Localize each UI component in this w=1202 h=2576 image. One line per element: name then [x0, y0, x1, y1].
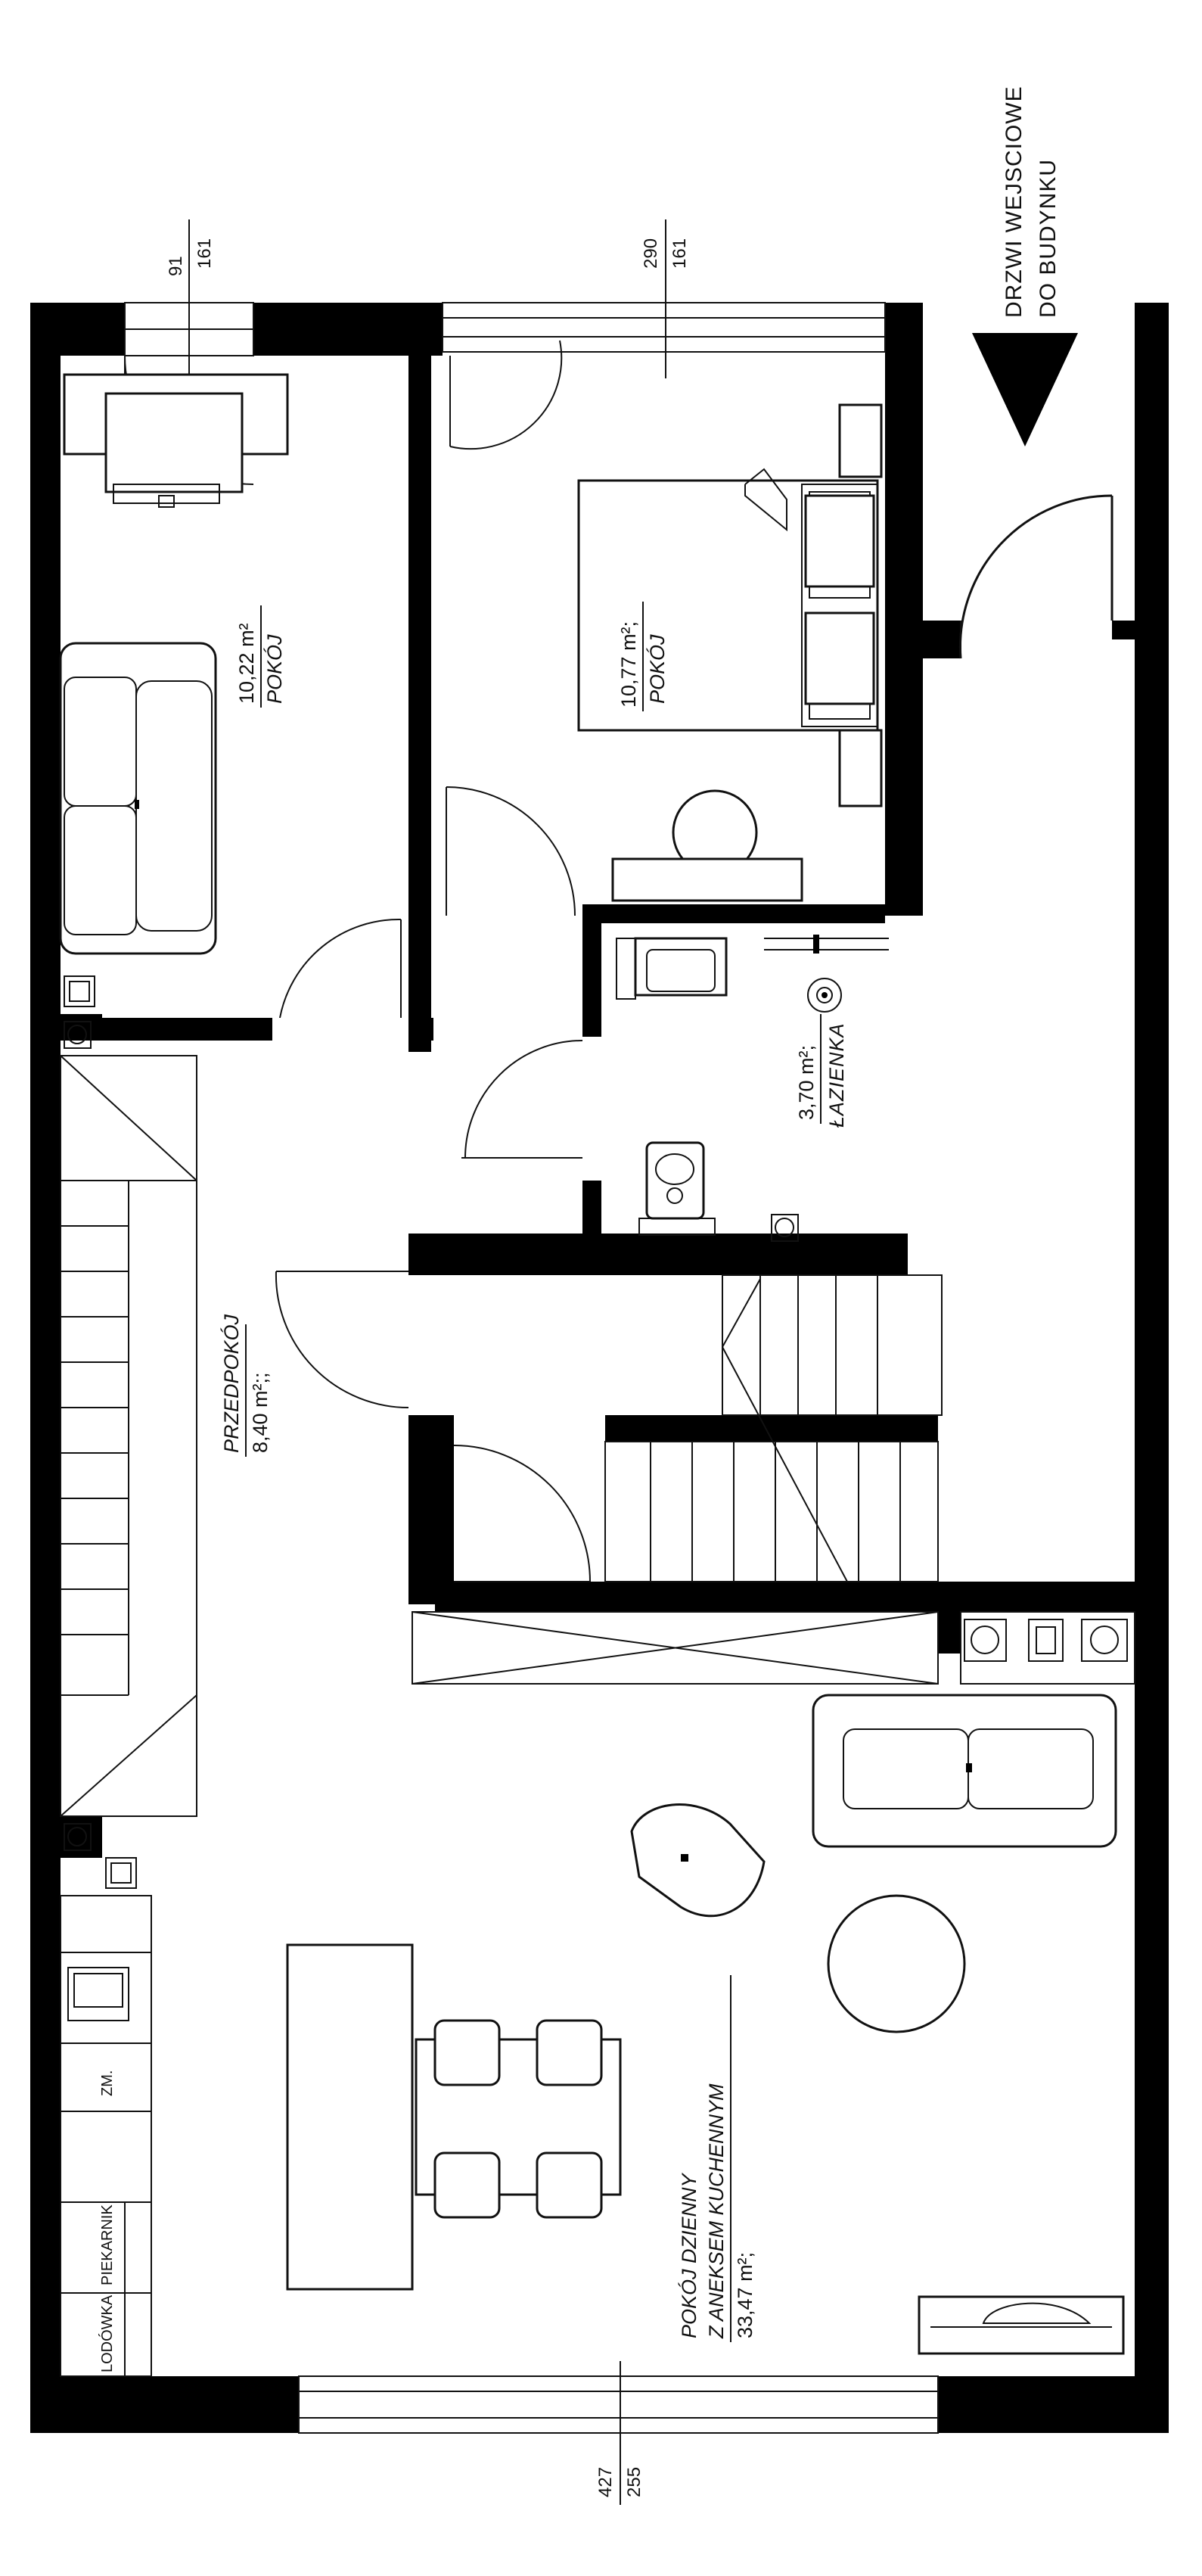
room2-name: POKÓJ [645, 634, 669, 704]
dim-top-right-b: 161 [669, 238, 690, 269]
tv-stand [918, 2295, 1125, 2355]
kitchen-island [286, 1943, 414, 2291]
oven-label: PIEKARNIK [99, 2204, 116, 2285]
radiator-icon [64, 1021, 92, 1049]
living-name-line1: POKÓJ DZIENNY [677, 2172, 700, 2338]
dim-top-left-b: 161 [194, 238, 215, 269]
entrance-arrow-icon [972, 333, 1078, 446]
chair-3 [433, 2151, 501, 2219]
dim-bottom-b: 255 [624, 2467, 644, 2497]
room-2-furniture [577, 403, 883, 902]
fridge-label: LODÓWKA [98, 2294, 116, 2372]
desk-chair-base [158, 495, 175, 508]
living-furniture [64, 1611, 1135, 2355]
pillow-bottom [804, 611, 875, 705]
windows [124, 302, 939, 2434]
desk-chair [113, 484, 220, 504]
sink-icon [67, 1967, 129, 2021]
socket-icon-living [105, 1857, 137, 1889]
room2-area: 10,77 m²; [617, 621, 640, 708]
room1-area: 10,22 m² [235, 623, 258, 704]
dimension-lines: 91 161 290 161 427 255 [166, 219, 690, 2505]
room-labels: 10,22 m² POKÓJ 10,77 m²; POKÓJ 3,70 m²; … [219, 602, 848, 2342]
dishwasher-label: ZM. [99, 2070, 116, 2096]
chair-1 [433, 2019, 501, 2086]
dim-bottom-a: 427 [595, 2467, 616, 2497]
bathroom-name: ŁAZIENKA [825, 1022, 848, 1128]
monitor [104, 392, 244, 493]
entrance-label-line2: DO BUDYNKU [1036, 159, 1061, 318]
kitchen-counter: ZM. PIEKARNIK LODÓWKA [60, 1895, 152, 2377]
entrance-label-line1: DRZWI WEJSCIOWE [1002, 86, 1027, 318]
dim-top-right-a: 290 [641, 238, 661, 269]
sofa-living [812, 1694, 1117, 1848]
entrance-marker: DRZWI WEJSCIOWE DO BUDYNKU [972, 86, 1078, 446]
dresser [611, 857, 803, 902]
washer-icon [964, 1619, 1007, 1662]
interior-walls [61, 341, 1135, 1858]
radiator-icon-bath [771, 1214, 799, 1242]
appliance-panel [960, 1611, 1135, 1685]
living-name-line2: Z ANEKSEM KUCHENNYM [705, 2083, 728, 2339]
living-area: 33,47 m²; [734, 2252, 756, 2338]
hall-area: 8,40 m²;; [249, 1372, 272, 1453]
chair-2 [536, 2019, 603, 2086]
armchair [630, 1803, 766, 1918]
dryer-icon [1081, 1619, 1128, 1662]
bathroom-area: 3,70 m²; [795, 1045, 818, 1120]
room-1-furniture [59, 373, 289, 1049]
washbasin [634, 937, 728, 997]
nightstand-top [838, 403, 883, 478]
radiator-icon-living [64, 1823, 92, 1851]
shower-drain-icon [807, 978, 842, 1013]
pillow-top [804, 494, 875, 588]
staircase-right [412, 1274, 943, 1685]
dim-top-left-a: 91 [166, 256, 186, 276]
hall-name: PRZEDPOKÓJ [219, 1314, 243, 1453]
socket-icon [64, 975, 95, 1007]
nightstand-bottom [838, 729, 883, 807]
sofa-left [59, 642, 217, 955]
boiler-icon [1028, 1619, 1064, 1662]
room1-name: POKÓJ [262, 634, 286, 704]
staircase-left [60, 1055, 197, 1817]
exterior-walls [30, 303, 1169, 2433]
coffee-table [827, 1894, 966, 2033]
chair-4 [536, 2151, 603, 2219]
bathroom-fixtures [616, 935, 889, 1242]
